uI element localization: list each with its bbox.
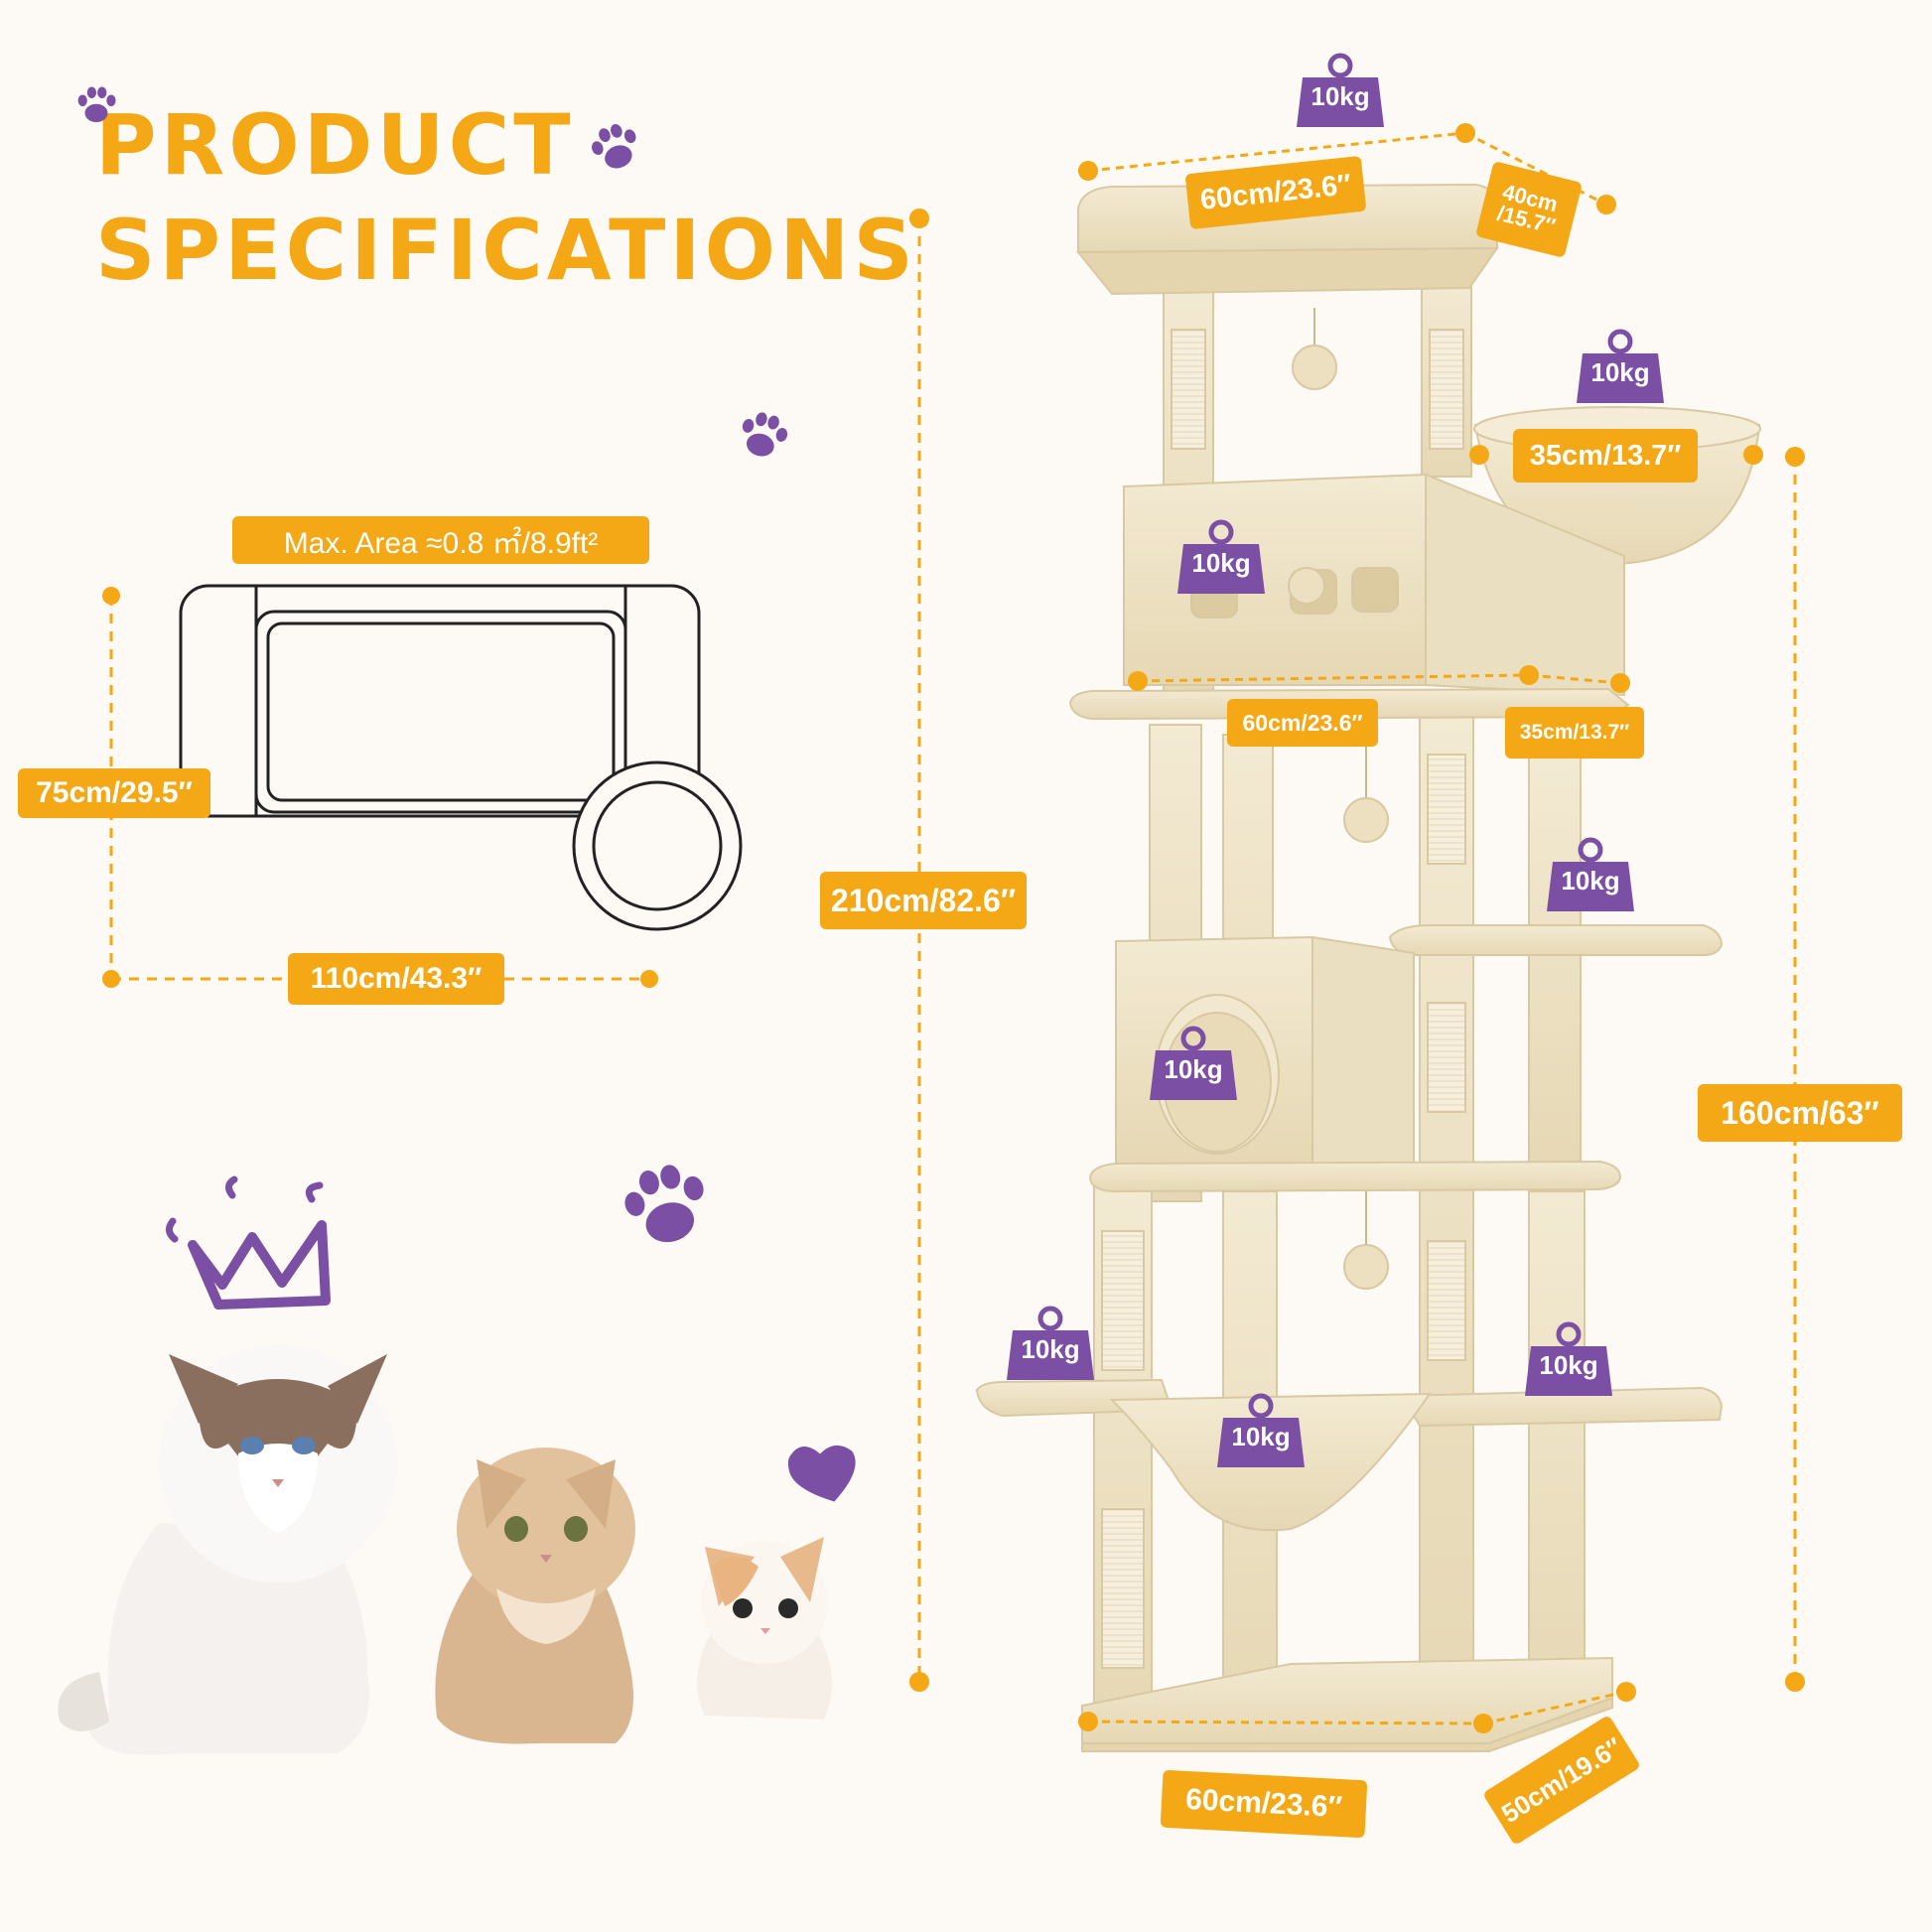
weight-label-top: 10kg: [1311, 81, 1370, 111]
weight-label-basket: 10kg: [1590, 357, 1650, 387]
weight-label-right-platform: 10kg: [1539, 1350, 1598, 1380]
title-line-2: SPECIFICATIONS: [95, 202, 917, 299]
paw-icon: [592, 123, 636, 169]
area-label: Max. Area ≈0.8 ㎡/8.9ft²: [232, 516, 649, 564]
weight-icon: 10kg: [1295, 53, 1386, 127]
base-width-label: 60cm/23.6″: [1160, 1769, 1368, 1839]
weight-label-lower-condo: 10kg: [1164, 1054, 1223, 1084]
weight-icon: 10kg: [1575, 329, 1666, 403]
side-height-label: 160cm/63″: [1698, 1084, 1902, 1142]
area-width-label: 110cm/43.3″: [288, 953, 504, 1005]
weight-icon: 10kg: [1175, 519, 1267, 594]
weight-label-left-platform: 10kg: [1021, 1334, 1080, 1364]
paw-icon: [624, 1165, 704, 1243]
kitten-image: [697, 1537, 832, 1720]
paw-icon: [77, 86, 116, 123]
weight-icon: 10kg: [1523, 1321, 1614, 1396]
crown-icon: [166, 1175, 331, 1310]
weight-icon: 10kg: [1545, 837, 1636, 911]
weight-label-upper-condo: 10kg: [1191, 548, 1251, 578]
heart-icon: [787, 1445, 856, 1502]
weight-icon: 10kg: [1005, 1306, 1096, 1380]
weight-icon: 10kg: [1215, 1393, 1307, 1467]
condo-width-label: 60cm/23.6″: [1227, 699, 1378, 747]
weight-label-mid-platform: 10kg: [1561, 866, 1620, 896]
weight-icon: 10kg: [1148, 1026, 1239, 1100]
area-depth-label: 75cm/29.5″: [18, 768, 210, 818]
condo-depth-label: 35cm/13.7″: [1505, 707, 1644, 759]
british-shorthair-cat-image: [435, 1448, 635, 1744]
total-height-label: 210cm/82.6″: [820, 872, 1027, 929]
title-line-1: PRODUCT: [95, 96, 575, 194]
weight-label-hammock: 10kg: [1231, 1422, 1291, 1451]
paw-icon: [742, 412, 788, 457]
basket-width-label: 35cm/13.7″: [1513, 429, 1698, 483]
ragdoll-cat-image: [58, 1344, 397, 1755]
